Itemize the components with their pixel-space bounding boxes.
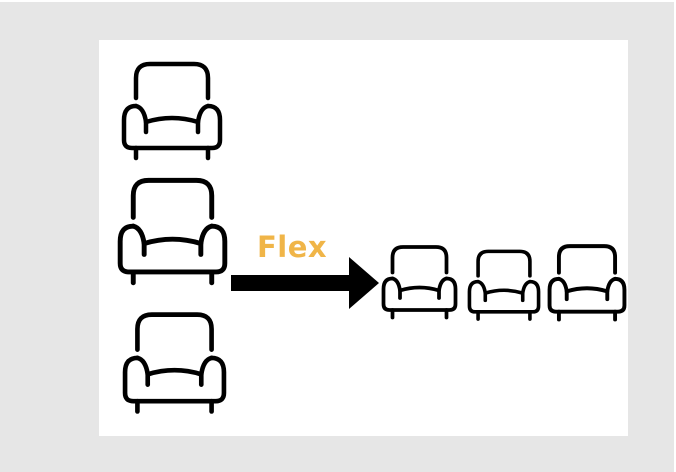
armchair-icon [117,176,228,286]
flex-label: Flex [257,230,328,264]
armchair-icon [121,60,223,161]
diagram-canvas: Flex [99,40,628,436]
top-edge [0,0,676,2]
right-edge [674,0,676,472]
armchair-icon [547,243,627,322]
right-arrow-icon [231,257,379,309]
armchair-icon [467,247,541,322]
armchair-icon [122,308,227,416]
armchair-icon [381,242,458,321]
